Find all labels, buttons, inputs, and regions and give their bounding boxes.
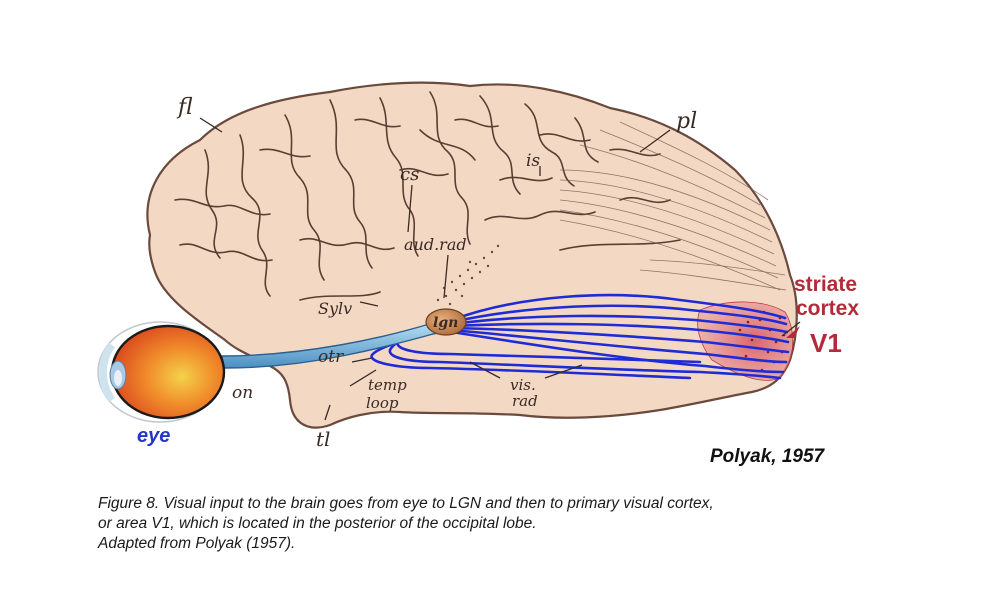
label-fl: fl	[176, 95, 193, 120]
label-pl: pl	[676, 109, 697, 134]
label-vis: vis.	[510, 376, 536, 394]
label-striate: striate	[794, 273, 857, 296]
caption-line-2: or area V1, which is located in the post…	[98, 515, 537, 532]
label-rad: rad	[512, 392, 538, 410]
figure-caption: Figure 8. Visual input to the brain goes…	[98, 494, 918, 554]
v1-arrow	[786, 326, 800, 338]
credit-polyak: Polyak, 1957	[710, 446, 826, 467]
label-lgn: lgn	[433, 315, 458, 331]
label-tl: tl	[316, 427, 330, 451]
label-cs: cs	[400, 164, 419, 185]
cortical-sulci	[174, 91, 681, 301]
eye-icon	[97, 321, 226, 423]
brain-outline	[146, 81, 798, 429]
caption-line-3: Adapted from Polyak (1957).	[98, 535, 296, 552]
label-eye: eye	[137, 425, 170, 447]
caption-line-1: Figure 8. Visual input to the brain goes…	[98, 495, 714, 512]
label-cortex: cortex	[796, 297, 859, 320]
occipital-striations	[559, 121, 787, 291]
label-loop: loop	[366, 394, 399, 412]
leader-lines	[199, 117, 801, 421]
label-on: on	[232, 383, 253, 403]
label-v1: V1	[810, 328, 842, 358]
label-aud-rad: aud.rad	[404, 235, 467, 254]
label-otr: otr	[318, 347, 344, 367]
label-sylv: Sylv	[318, 299, 352, 318]
lgn-nucleus	[425, 308, 467, 336]
label-temp: temp	[368, 376, 407, 394]
label-is: is	[526, 151, 540, 171]
